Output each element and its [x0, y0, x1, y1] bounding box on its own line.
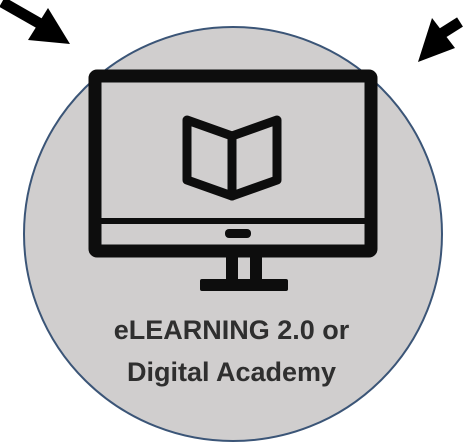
caption-line-1: eLEARNING 2.0 or	[113, 315, 350, 345]
caption-line-2: Digital Academy	[126, 357, 337, 387]
arrow-down-right-icon	[0, 0, 70, 44]
arrow-down-left-icon	[418, 17, 463, 62]
computer-monitor-book-icon	[88, 69, 378, 291]
